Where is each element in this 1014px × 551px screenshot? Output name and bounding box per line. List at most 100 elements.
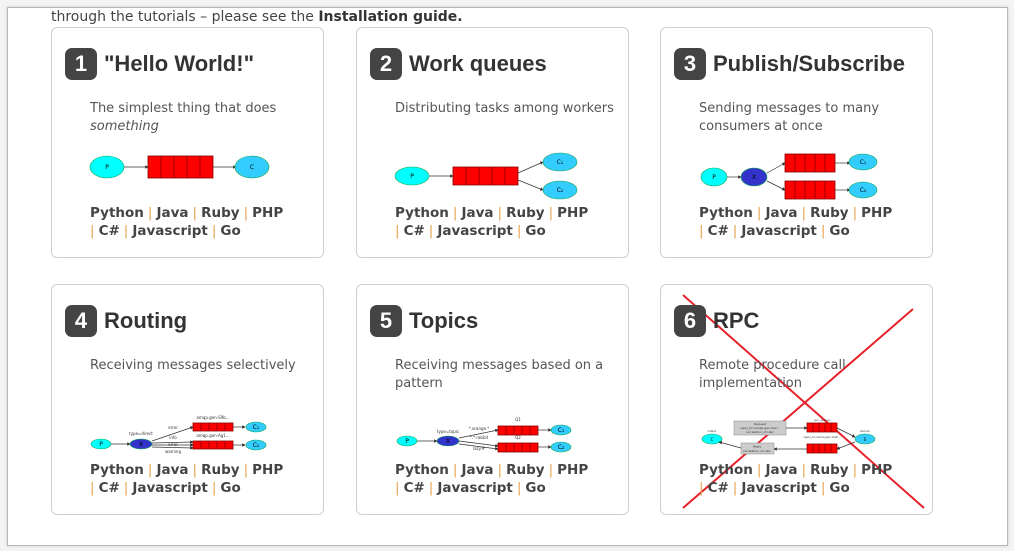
lang-link-python[interactable]: Python (699, 462, 753, 478)
node-label: C (711, 437, 714, 442)
node (542, 180, 578, 200)
lang-link-javascript[interactable]: Javascript (437, 480, 513, 496)
node-label: X (446, 438, 450, 445)
tutorial-diagram: ClientCRequestreply_to=amqp.gen-Xa2...co… (701, 418, 876, 455)
lang-link-csharp[interactable]: C# (403, 480, 425, 496)
lang-link-java[interactable]: Java (156, 462, 189, 478)
queue (806, 422, 838, 433)
diagram-label: type=topic (437, 429, 459, 434)
lang-link-java[interactable]: Java (765, 462, 798, 478)
lang-link-java[interactable]: Java (765, 205, 798, 221)
lang-link-csharp[interactable]: C# (98, 480, 120, 496)
node (245, 421, 267, 433)
node (848, 181, 878, 199)
node (740, 167, 768, 187)
separator: | (428, 480, 434, 496)
lang-link-go[interactable]: Go (220, 480, 241, 496)
lang-link-java[interactable]: Java (156, 205, 189, 221)
separator: | (428, 223, 434, 239)
lang-link-ruby[interactable]: Ruby (506, 205, 545, 221)
separator: | (90, 223, 95, 239)
node-label: P (105, 164, 109, 171)
language-links-line: Python|Java|Ruby|PHP (90, 204, 320, 222)
lang-link-php[interactable]: PHP (861, 462, 893, 478)
lang-link-ruby[interactable]: Ruby (506, 462, 545, 478)
node-label: S (864, 437, 867, 442)
tutorial-description: Distributing tasks among workers (395, 100, 623, 118)
tutorial-number-badge: 4 (65, 305, 97, 337)
separator: | (123, 480, 129, 496)
queue (497, 425, 539, 436)
separator: | (452, 205, 458, 221)
lang-link-ruby[interactable]: Ruby (201, 462, 240, 478)
diagram-label: info (169, 435, 177, 440)
language-links-line: |C#|Javascript|Go (699, 479, 929, 497)
tutorial-description: Sending messages to many consumers at on… (699, 100, 927, 136)
node (848, 153, 878, 171)
language-links: Python|Java|Ruby|PHP|C#|Javascript|Go (90, 204, 320, 240)
diagram-label: correlation_id=abc (743, 449, 772, 453)
lang-link-python[interactable]: Python (395, 462, 449, 478)
tutorial-title-text: Routing (104, 308, 188, 333)
lang-link-php[interactable]: PHP (252, 462, 284, 478)
lang-link-ruby[interactable]: Ruby (201, 205, 240, 221)
lang-link-java[interactable]: Java (461, 462, 494, 478)
diagram-label: warning (165, 449, 181, 454)
lang-link-php[interactable]: PHP (861, 205, 893, 221)
lang-link-go[interactable]: Go (220, 223, 241, 239)
node-label: P (410, 173, 414, 180)
description-text: Receiving messages selectively (90, 358, 296, 373)
node (701, 433, 723, 445)
tutorial-description: Receiving messages based on a pattern (395, 357, 623, 393)
lang-link-php[interactable]: PHP (557, 462, 589, 478)
lang-link-python[interactable]: Python (90, 462, 144, 478)
lang-link-ruby[interactable]: Ruby (810, 462, 849, 478)
node-label: C₁ (253, 424, 260, 431)
lang-link-python[interactable]: Python (395, 205, 449, 221)
lang-link-java[interactable]: Java (461, 205, 494, 221)
tutorial-title[interactable]: 4 Routing (65, 305, 187, 337)
lang-link-go[interactable]: Go (829, 223, 850, 239)
lang-link-php[interactable]: PHP (557, 205, 589, 221)
lang-link-csharp[interactable]: C# (707, 223, 729, 239)
lang-link-go[interactable]: Go (525, 223, 546, 239)
installation-guide-link[interactable]: Installation guide. (318, 9, 463, 25)
lang-link-go[interactable]: Go (525, 480, 546, 496)
diagram-label: Q1 (515, 417, 521, 422)
lang-link-php[interactable]: PHP (252, 205, 284, 221)
lang-link-javascript[interactable]: Javascript (741, 480, 817, 496)
language-links-line: |C#|Javascript|Go (90, 479, 320, 497)
lang-link-javascript[interactable]: Javascript (132, 480, 208, 496)
node-label: P (99, 441, 103, 448)
node-label: C₂ (860, 187, 867, 194)
node-label: C₁ (860, 159, 867, 166)
queue (192, 422, 234, 432)
description-text: Remote procedure call implementation (699, 358, 846, 391)
lang-link-javascript[interactable]: Javascript (437, 223, 513, 239)
node-label: X (752, 174, 756, 181)
lang-link-python[interactable]: Python (699, 205, 753, 221)
tutorial-title[interactable]: 1"Hello World!" (65, 48, 254, 80)
node-label: C₁ (558, 427, 565, 434)
lang-link-ruby[interactable]: Ruby (810, 205, 849, 221)
lang-link-python[interactable]: Python (90, 205, 144, 221)
language-links-line: Python|Java|Ruby|PHP (699, 204, 929, 222)
lang-link-javascript[interactable]: Javascript (132, 223, 208, 239)
lang-link-go[interactable]: Go (829, 480, 850, 496)
tutorial-title-text: Publish/Subscribe (713, 51, 905, 76)
separator: | (820, 480, 826, 496)
tutorial-card-1: 1"Hello World!" The simplest thing that … (51, 27, 324, 258)
lang-link-csharp[interactable]: C# (98, 223, 120, 239)
separator: | (732, 223, 738, 239)
lang-link-javascript[interactable]: Javascript (741, 223, 817, 239)
node (854, 433, 876, 445)
lang-link-csharp[interactable]: C# (403, 223, 425, 239)
lang-link-csharp[interactable]: C# (707, 480, 729, 496)
description-text: Sending messages to many consumers at on… (699, 101, 880, 134)
